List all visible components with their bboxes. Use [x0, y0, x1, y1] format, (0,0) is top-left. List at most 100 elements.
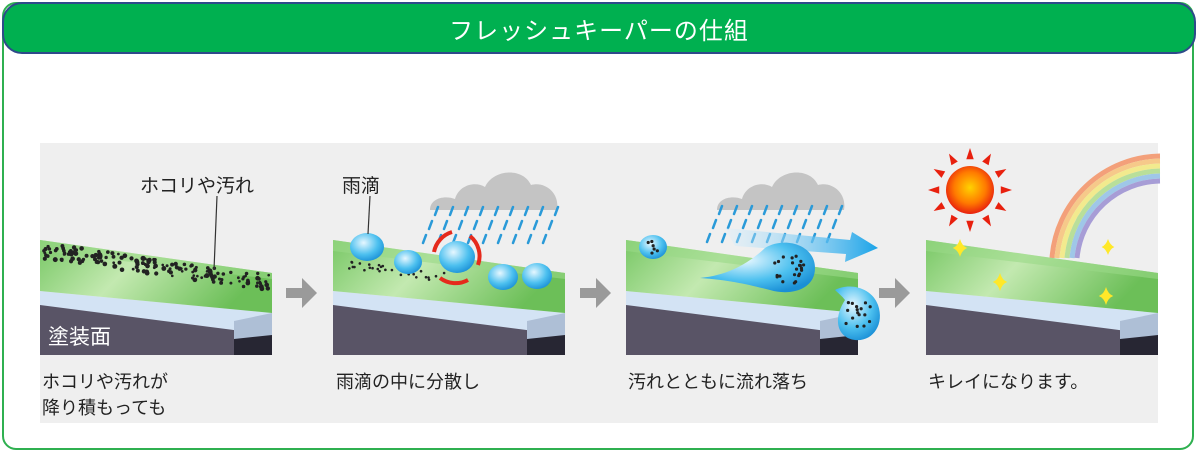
dust-particles — [646, 239, 872, 328]
dust-particle — [424, 275, 428, 279]
raindrop-streak — [532, 219, 539, 231]
sparkle-icon — [952, 239, 968, 257]
dust-particle — [196, 274, 199, 278]
step-4-panel: キレイになります。 — [926, 148, 1161, 393]
dust-particle — [219, 280, 224, 285]
sun-ray — [994, 202, 1007, 211]
raindrop-streak — [786, 218, 793, 230]
dust-particle — [351, 265, 355, 269]
dust-particle — [790, 256, 794, 260]
dust-particle — [102, 261, 108, 267]
dust-particle — [70, 256, 75, 262]
dust-particle — [119, 255, 124, 260]
raindrop-streak — [508, 205, 515, 217]
raindrop-streak — [457, 219, 464, 231]
raindrop-streak — [487, 219, 494, 231]
dust-particle — [45, 254, 50, 258]
dust-particle — [140, 261, 145, 266]
dust-particle — [76, 257, 81, 262]
dust-particle — [174, 265, 179, 270]
raindrop-streak — [427, 219, 434, 231]
dust-particle — [778, 274, 782, 278]
step-1-panel: ホコリや汚れ 塗装面 ホコリや汚れが 降り積もっても — [40, 175, 272, 419]
dust-particle — [200, 276, 204, 280]
raindrop-streak — [720, 232, 727, 244]
sun-ray — [994, 169, 1007, 178]
dust-particle — [379, 265, 383, 269]
dust-particle — [117, 252, 120, 256]
dust-particle — [260, 286, 264, 290]
dust-particle — [775, 275, 779, 279]
dust-particle — [415, 275, 418, 279]
dust-particle — [794, 254, 798, 258]
dust-particle — [384, 268, 387, 272]
dust-particle — [792, 273, 797, 277]
dust-particle — [180, 269, 184, 273]
dust-particle — [81, 257, 86, 262]
dust-particle — [857, 313, 861, 317]
dust-particle — [104, 255, 108, 260]
dust-particle — [161, 263, 165, 267]
raindrop-streak — [493, 205, 500, 217]
raindrop-streak — [541, 233, 548, 245]
dust-particle — [95, 260, 101, 265]
rotation-arrows-icon — [432, 230, 482, 286]
raindrop-streak — [732, 204, 739, 216]
dust-particle — [71, 250, 76, 255]
dust-particle — [129, 256, 134, 261]
dust-particle — [212, 274, 217, 279]
dust-particle — [776, 259, 781, 264]
dust-particle — [794, 267, 799, 271]
dust-particle — [255, 284, 259, 288]
dust-particle — [165, 264, 169, 268]
dust-particle — [655, 249, 659, 253]
dust-particle — [363, 268, 366, 272]
step-1-caption-line1: ホコリや汚れが — [42, 372, 168, 393]
step-2-caption: 雨滴の中に分散し — [336, 372, 480, 393]
dust-particle — [799, 266, 804, 270]
dust-particle — [863, 313, 867, 317]
dust-particle — [799, 259, 803, 263]
dust-particle — [153, 264, 158, 268]
dust-particle — [350, 260, 353, 264]
dust-particle — [846, 300, 850, 305]
dust-particle — [209, 273, 214, 278]
raindrop-streak — [502, 219, 509, 231]
dust-particle — [863, 301, 868, 305]
dust-particle — [854, 305, 859, 309]
surface-label: 塗装面 — [48, 325, 111, 349]
raindrop-streak — [526, 233, 533, 245]
sparkle-icons — [952, 239, 1115, 305]
raindrop-streak — [741, 218, 748, 230]
dust-particle — [377, 263, 381, 267]
dust-particle — [52, 257, 58, 263]
dust-particle — [798, 263, 802, 268]
dust-particle — [846, 308, 850, 312]
raindrop-streak — [807, 204, 814, 216]
dust-particle — [141, 269, 147, 274]
dust-particle — [867, 319, 872, 324]
dust-particle — [92, 257, 98, 262]
dust-particle — [652, 247, 656, 251]
dust-particle — [794, 280, 798, 284]
dust-particle — [419, 269, 423, 273]
page-title: フレッシュキーパーの仕組 — [449, 16, 749, 45]
dust-particle — [229, 281, 233, 285]
dust-particle — [371, 266, 374, 270]
dust-particles — [42, 244, 271, 292]
dust-particle — [112, 261, 116, 265]
dust-particle — [46, 244, 50, 249]
dust-particle — [434, 274, 438, 278]
dust-particle — [204, 273, 210, 279]
dust-particle — [135, 268, 140, 273]
dust-particle — [93, 253, 98, 257]
raindrop-streak — [792, 204, 799, 216]
dust-particle — [119, 267, 125, 273]
title-bar: フレッシュキーパーの仕組 — [2, 2, 1196, 54]
dust-particle — [399, 273, 403, 277]
dust-particle — [106, 250, 110, 254]
dust-particle — [851, 316, 855, 320]
sparkle-icon — [992, 273, 1008, 291]
dust-particle — [146, 270, 150, 274]
